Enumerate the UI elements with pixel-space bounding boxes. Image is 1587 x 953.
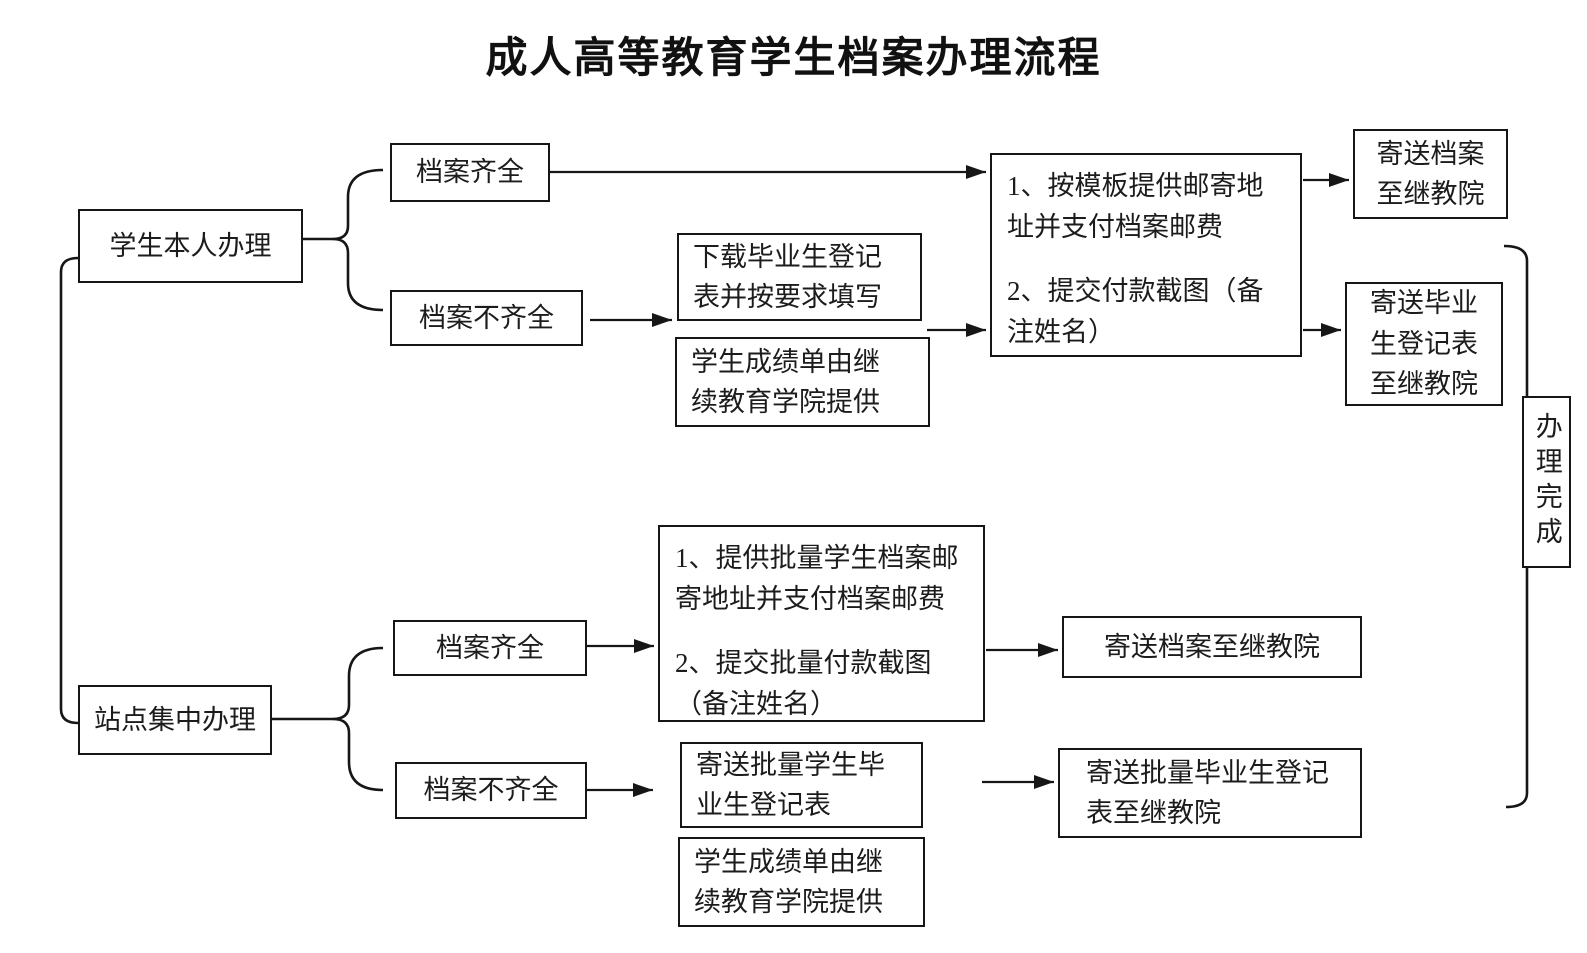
site-payment-step-2: 2、提交批量付款截图 （备注姓名） — [675, 648, 932, 719]
box-send-archive-site: 寄送档案至继教院 — [1062, 616, 1362, 678]
box-personal-root: 学生本人办理 — [78, 209, 303, 283]
box-transcript-site: 学生成绩单由继 续教育学院提供 — [678, 837, 925, 927]
box-download-form: 下载毕业生登记 表并按要求填写 — [677, 233, 922, 321]
box-send-form-site: 寄送批量毕业生登记 表至继教院 — [1058, 748, 1362, 838]
box-process-done-label: 办理完成 — [1531, 412, 1562, 552]
box-download-form-label: 下载毕业生登记 表并按要求填写 — [693, 241, 882, 313]
box-send-archive-personal: 寄送档案 至继教院 — [1353, 129, 1508, 219]
personal-payment-step-2: 2、提交付款截图（备 注姓名） — [1007, 276, 1264, 347]
personal-payment-step-1: 1、按模板提供邮寄地 址并支付档案邮费 — [1007, 171, 1264, 242]
box-site-archive-complete-label: 档案齐全 — [436, 632, 544, 663]
personal-brace — [332, 168, 384, 312]
site-payment-step-1: 1、提供批量学生档案邮 寄地址并支付档案邮费 — [675, 543, 959, 614]
box-site-root-label: 站点集中办理 — [94, 704, 256, 735]
box-site-archive-complete: 档案齐全 — [393, 620, 587, 676]
box-site-archive-incomplete-label: 档案不齐全 — [423, 775, 559, 806]
box-send-batch-form: 寄送批量学生毕 业生登记表 — [680, 742, 923, 828]
box-site-archive-incomplete: 档案不齐全 — [395, 762, 587, 819]
box-transcript-personal-label: 学生成绩单由继 续教育学院提供 — [691, 346, 880, 418]
left-group-bracket — [59, 256, 79, 725]
box-send-form-personal-label: 寄送毕业 生登记表 至继教院 — [1370, 288, 1478, 400]
box-process-done: 办理完成 — [1522, 396, 1571, 568]
box-personal-archive-incomplete: 档案不齐全 — [390, 290, 583, 346]
box-transcript-site-label: 学生成绩单由继 续教育学院提供 — [694, 846, 883, 918]
box-send-archive-personal-label: 寄送档案 至继教院 — [1376, 138, 1485, 210]
box-transcript-personal: 学生成绩单由继 续教育学院提供 — [675, 337, 930, 427]
box-send-archive-site-label: 寄送档案至继教院 — [1104, 631, 1320, 662]
site-brace — [332, 646, 384, 792]
box-send-form-site-label: 寄送批量毕业生登记 表至继教院 — [1086, 757, 1329, 829]
box-send-batch-form-label: 寄送批量学生毕 业生登记表 — [696, 749, 885, 821]
box-personal-payment-steps: 1、按模板提供邮寄地 址并支付档案邮费 2、提交付款截图（备 注姓名） — [990, 153, 1302, 357]
box-personal-root-label: 学生本人办理 — [109, 230, 272, 261]
box-site-root: 站点集中办理 — [78, 685, 272, 755]
box-send-form-personal: 寄送毕业 生登记表 至继教院 — [1345, 282, 1503, 406]
box-personal-archive-complete-label: 档案齐全 — [416, 157, 524, 188]
box-personal-archive-complete: 档案齐全 — [390, 143, 550, 202]
box-site-payment-steps: 1、提供批量学生档案邮 寄地址并支付档案邮费 2、提交批量付款截图 （备注姓名） — [658, 525, 985, 722]
page-title: 成人高等教育学生档案办理流程 — [485, 34, 1102, 81]
box-personal-archive-incomplete-label: 档案不齐全 — [419, 302, 554, 333]
